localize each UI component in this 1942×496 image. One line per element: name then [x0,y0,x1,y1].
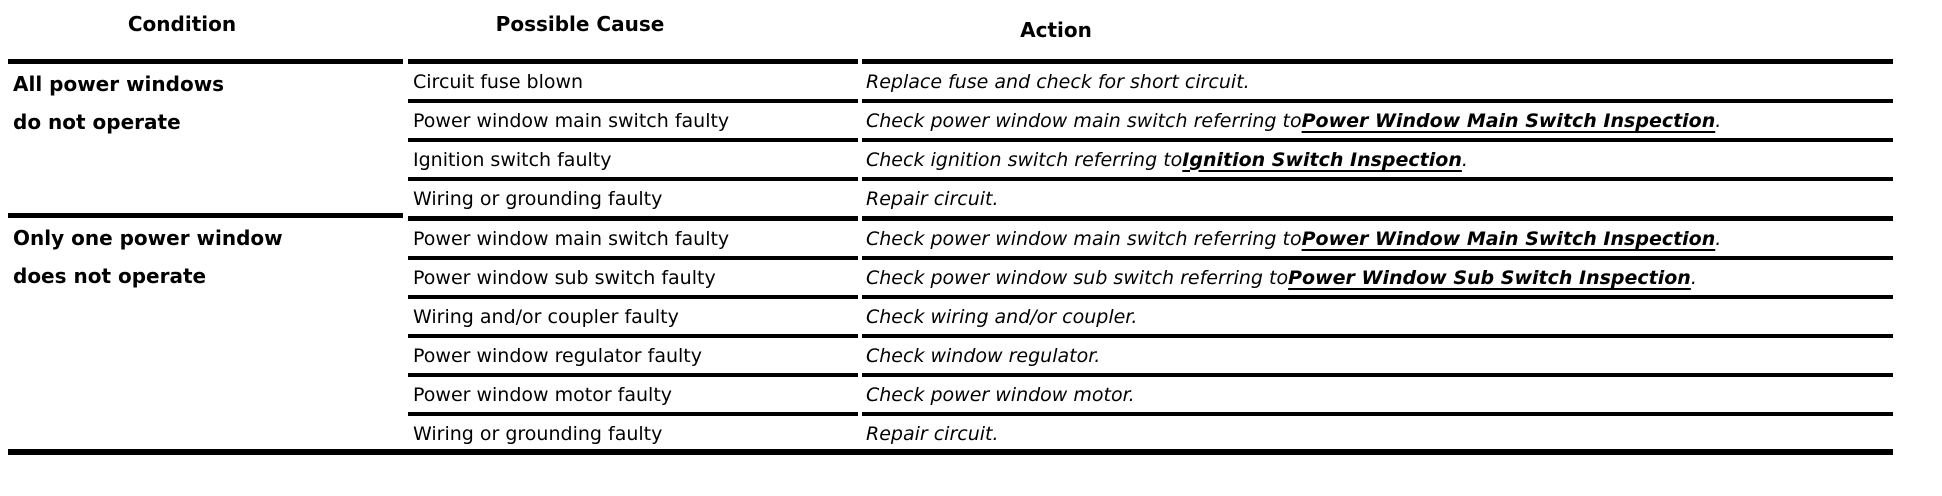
action-cell: Replace fuse and check for short circuit… [862,64,1893,103]
cross-reference-link[interactable]: Power Window Main Switch Inspection [1301,227,1716,250]
possible-cause-column: Circuit fuse blown Power window main swi… [408,59,858,451]
cause-cell: Ignition switch faulty [408,142,858,181]
condition-text-line: do not operate [13,110,181,134]
action-cell: Check window regulator. [862,338,1893,377]
condition-group-all-windows: All power windows do not operate [8,64,403,218]
cross-reference-link[interactable]: Ignition Switch Inspection [1182,148,1462,171]
action-cell: Repair circuit. [862,416,1893,451]
cause-cell: Wiring or grounding faulty [413,422,663,445]
cause-cell: Power window regulator faulty [408,338,858,377]
action-text: Repair circuit. [866,422,999,445]
action-text: Replace fuse and check for short circuit… [866,70,1250,93]
table-bottom-rule [8,449,1893,455]
condition-group-one-window: Only one power window does not operate [8,218,403,449]
action-cell: Check power window sub switch referring … [862,260,1893,299]
action-text: . [1715,109,1722,132]
action-text: Check power window main switch referring… [866,227,1302,250]
action-text: Check window regulator. [866,344,1101,367]
action-text: Check power window motor. [866,383,1135,406]
condition-text-line: Only one power window [13,226,283,250]
cause-cell: Wiring or grounding faulty [408,181,858,221]
action-text: Check power window sub switch referring … [866,266,1289,289]
cause-cell: Circuit fuse blown [408,64,858,103]
action-text: Check wiring and/or coupler. [866,305,1138,328]
condition-column-header: Condition [127,12,237,36]
possible-cause-column-header: Possible Cause [495,12,665,36]
action-cell: Check power window main switch referring… [862,103,1893,142]
action-text: . [1461,148,1468,171]
action-text: Repair circuit. [866,187,999,210]
action-text: . [1690,266,1697,289]
action-cell: Check wiring and/or coupler. [862,299,1893,338]
action-cell: Check power window motor. [862,377,1893,416]
cause-cell: Power window main switch faulty [408,103,858,142]
action-text: Check power window main switch referring… [866,109,1302,132]
action-cell: Check power window main switch referring… [862,221,1893,260]
action-text: . [1715,227,1722,250]
cause-cell: Power window main switch faulty [408,221,858,260]
cause-cell: Power window sub switch faulty [408,260,858,299]
condition-text-line: does not operate [13,264,207,288]
action-text: Check ignition switch referring to [866,148,1183,171]
action-cell: Repair circuit. [862,181,1893,221]
action-column-header: Action [1020,18,1092,42]
condition-column: All power windows do not operate Only on… [8,59,403,449]
action-cell: Check ignition switch referring to Ignit… [862,142,1893,181]
cause-cell: Wiring and/or coupler faulty [408,299,858,338]
cause-cell: Power window motor faulty [408,377,858,416]
action-column: Replace fuse and check for short circuit… [862,59,1893,451]
cross-reference-link[interactable]: Power Window Sub Switch Inspection [1288,266,1691,289]
condition-text-line: All power windows [13,72,225,96]
cross-reference-link[interactable]: Power Window Main Switch Inspection [1301,109,1716,132]
